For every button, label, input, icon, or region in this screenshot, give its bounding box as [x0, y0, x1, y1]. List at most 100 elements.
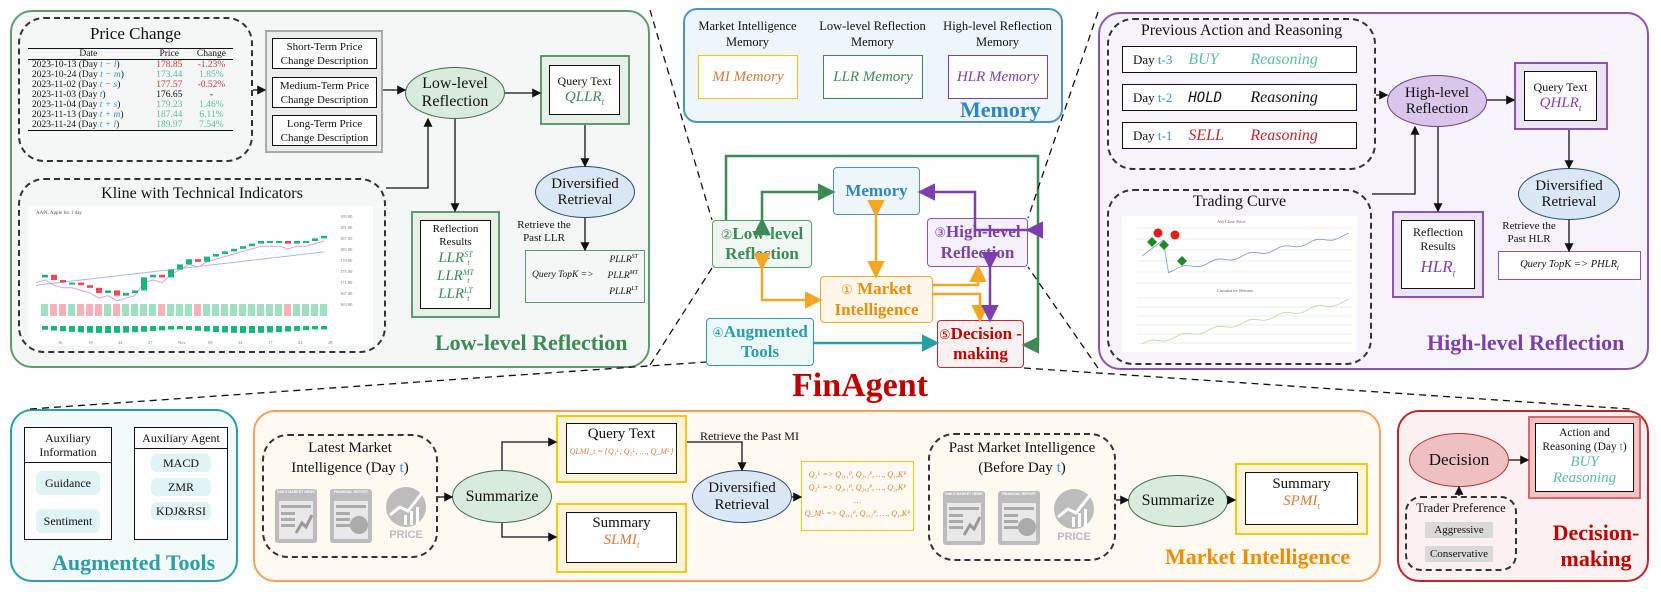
auxiliary-agent-item: MACD: [151, 454, 211, 472]
kline-volume-bar: [248, 304, 255, 316]
price-row-price: 178.85: [156, 60, 183, 70]
mi-summary-latest: SLMIt: [603, 532, 640, 550]
kline-volume-bar: [302, 304, 309, 316]
memory-item-box: MI Memory: [698, 55, 798, 99]
kline-volume-bar: [104, 304, 111, 316]
kline-volume-bar: [275, 304, 282, 316]
kline-candle: [69, 282, 75, 285]
price-row-price: 187.44: [156, 110, 183, 120]
memory-item-title: High-level Reflection Memory: [943, 19, 1052, 49]
price-icon: PRICE: [1050, 487, 1098, 547]
kline-axis-label: 191.00: [340, 225, 353, 230]
auxiliary-agent-item: KDJ&RSI: [151, 502, 211, 520]
kline-volume-bar: [122, 304, 129, 316]
kline-volume-bar: [266, 304, 273, 316]
buy-marker: [1159, 240, 1169, 250]
kline-candle: [258, 241, 264, 244]
price-row-date: 2023-10-13 (Day t − l): [32, 60, 120, 70]
trader-preference-title: Trader Preference: [1416, 501, 1506, 515]
kline-volume-bar: [311, 304, 318, 316]
kline-volume-bar: [149, 304, 156, 316]
kline-macd-bar: [285, 326, 291, 332]
kline-candle: [105, 290, 111, 293]
kline-macd-bar: [312, 326, 318, 330]
llr-query-value: QLLRt: [564, 88, 605, 107]
kline-volume-bar: [176, 304, 183, 316]
kline-macd-bar: [321, 326, 327, 330]
kline-macd-bar: [177, 326, 183, 330]
price-row: 2023-11-03 (Day t)176.65-: [28, 90, 233, 100]
kline-macd-bar: [249, 326, 255, 333]
mi-retrieval-row: Q₁ᴸ => Q₁,₁ᴾ, Q₁,₂ᴾ, …, Q₁,Kᴾ: [808, 470, 907, 479]
core-decision-label: ⑤Decision -making: [939, 323, 1022, 363]
report-icon: FINANCIAL REPORT: [995, 487, 1043, 547]
decision-node: Decision: [1409, 433, 1509, 487]
kline-candle: [204, 256, 210, 262]
kline-candle: [51, 274, 57, 280]
latest-summarize-node: Summarize: [452, 470, 552, 523]
kline-volume-bar: [41, 304, 48, 316]
mi-retrieval-row: Q₂ᴸ => Q₂,₁ᴾ, Q₂,₂ᴾ, …, Q₂,Kᴾ: [808, 483, 907, 492]
kline-candle: [114, 290, 120, 296]
kline-candle: [150, 274, 156, 278]
price-row-change: 6.11%: [199, 110, 224, 120]
memory-item-box: LLR Memory: [823, 55, 923, 99]
kline-axis-label: 171.00: [340, 280, 353, 285]
kline-date-label: 28: [328, 340, 333, 345]
medium-term-description: Medium-Term Price Change Description: [272, 77, 377, 108]
price-change-group: [18, 17, 253, 162]
kline-candle: [249, 243, 255, 247]
kline-macd-bar: [96, 326, 102, 333]
price-row-date: 2023-11-04 (Day t + s): [32, 100, 121, 110]
kline-candle: [240, 246, 246, 249]
kline-candle: [141, 277, 147, 291]
short-term-description: Short-Term Price Change Description: [272, 38, 377, 69]
kline-axis-label: 187.00: [340, 236, 353, 241]
decision-making-label: Decision- making: [1552, 520, 1640, 571]
kline-volume-bar: [230, 304, 237, 316]
kline-candle: [186, 259, 192, 265]
previous-reasoning: Reasoning: [1250, 127, 1318, 144]
kline-macd-bar: [240, 326, 246, 333]
mi-query-box: Query Text QLMI_t = {Q₁ᴸ, Q₂ᴸ, …, Q_Mᴸ}: [566, 423, 677, 474]
kline-volume-bar: [293, 304, 300, 316]
buy-marker: [1177, 256, 1187, 266]
memory-item-box: HLR Memory: [948, 55, 1048, 99]
price-row-change: 7.54%: [199, 120, 224, 130]
price-row-change: -1.23%: [197, 60, 226, 70]
kline-date-label: 09: [208, 340, 213, 345]
previous-action: HOLD: [1188, 90, 1223, 106]
mi-query-formula: QLMI_t = {Q₁ᴸ, Q₂ᴸ, …, Q_Mᴸ}: [569, 447, 674, 456]
kline-volume-bar: [194, 304, 201, 316]
kline-axis-label: 183.00: [340, 247, 353, 252]
kline-volume-bar: [284, 304, 291, 316]
decision-reasoning: Reasoning: [1552, 470, 1617, 486]
kline-volume-bar: [158, 304, 165, 316]
kline-candle: [213, 254, 219, 257]
hlr-retrieve-label: Retrieve the Past HLR: [1502, 220, 1556, 245]
hlr-topk-box: Query TopK => PHLRt: [1498, 251, 1641, 280]
price-row-change: 1.46%: [199, 100, 224, 110]
low-level-reflection-label: Low-level Reflection: [435, 330, 628, 355]
kline-candle: [159, 274, 165, 278]
kline-macd-bar: [267, 326, 273, 333]
kline-title: Kline with Technical Indicators: [101, 185, 303, 202]
arrow-llr-memory: [753, 183, 836, 235]
llr-results-title: Reflection Results: [432, 223, 479, 248]
price-icon: PRICE: [382, 485, 430, 545]
kline-ma-line: [35, 240, 325, 302]
trading-curve-group: [1107, 189, 1372, 365]
kline-axis-label: 163.00: [340, 302, 353, 307]
kline-candle: [177, 264, 183, 270]
kline-volume-bar: [50, 304, 57, 316]
price-row-change: 1.85%: [199, 70, 224, 80]
mi-past-summary-box: Summary SPMIt: [1245, 472, 1358, 525]
kline-macd-bar: [159, 326, 165, 331]
price-row-change: -0.52%: [197, 80, 226, 90]
kline-volume-bar: [239, 304, 246, 316]
price-row-price: 177.57: [156, 80, 183, 90]
